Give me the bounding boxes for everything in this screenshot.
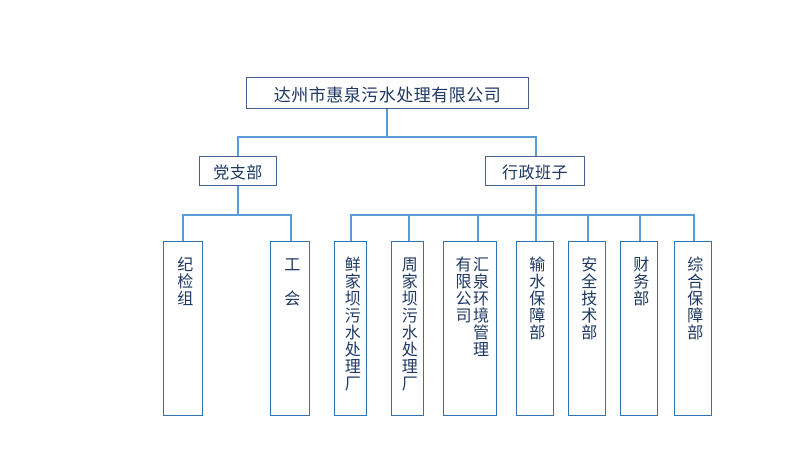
node-water-supply-dept-label: 输水保障部 bbox=[526, 256, 546, 341]
connector-admin-drop-4 bbox=[535, 214, 537, 241]
node-zhoujiaba-plant-label: 周家坝污水处理厂 bbox=[398, 256, 418, 392]
node-labor-union[interactable]: 工 会 bbox=[270, 241, 310, 416]
node-huiquan-env-company-label-col2: 有限公司 bbox=[452, 256, 472, 324]
node-admin-team[interactable]: 行政班子 bbox=[485, 156, 585, 186]
node-safety-tech-dept-label: 安全技术部 bbox=[578, 256, 598, 341]
connector-admin-bus bbox=[350, 214, 695, 216]
connector-admin-drop-5 bbox=[587, 214, 589, 241]
node-water-supply-dept[interactable]: 输水保障部 bbox=[516, 241, 554, 416]
connector-party-bus bbox=[182, 214, 292, 216]
node-general-support-dept-label: 综合保障部 bbox=[684, 256, 704, 341]
node-admin-team-label: 行政班子 bbox=[501, 163, 568, 182]
connector-admin-drop-2 bbox=[408, 214, 410, 241]
node-general-support-dept[interactable]: 综合保障部 bbox=[674, 241, 712, 416]
node-xianjiaba-plant-label: 鲜家坝污水处理厂 bbox=[341, 256, 361, 392]
connector-admin-drop-7 bbox=[693, 214, 695, 241]
connector-drop-party bbox=[237, 136, 239, 156]
node-discipline-group[interactable]: 纪检组 bbox=[163, 241, 203, 416]
connector-admin-stem bbox=[535, 186, 537, 215]
connector-party-stem bbox=[237, 186, 239, 215]
connector-root-stem bbox=[386, 109, 388, 137]
connector-admin-drop-6 bbox=[639, 214, 641, 241]
node-safety-tech-dept[interactable]: 安全技术部 bbox=[568, 241, 606, 416]
connector-root-bus bbox=[237, 136, 537, 138]
node-zhoujiaba-plant[interactable]: 周家坝污水处理厂 bbox=[391, 241, 424, 416]
connector-party-drop-2 bbox=[290, 214, 292, 241]
node-huiquan-env-company[interactable]: 汇泉环境管理 有限公司 bbox=[443, 241, 497, 416]
node-labor-union-label: 工 会 bbox=[281, 256, 301, 307]
node-root-label: 达州市惠泉污水处理有限公司 bbox=[273, 85, 502, 106]
connector-admin-drop-3 bbox=[477, 214, 479, 241]
node-xianjiaba-plant[interactable]: 鲜家坝污水处理厂 bbox=[334, 241, 367, 416]
node-root[interactable]: 达州市惠泉污水处理有限公司 bbox=[246, 77, 529, 109]
node-huiquan-env-company-label-col1: 汇泉环境管理 bbox=[469, 256, 489, 358]
node-discipline-group-label: 纪检组 bbox=[174, 256, 194, 307]
connector-admin-drop-1 bbox=[350, 214, 352, 241]
node-finance-dept-label: 财务部 bbox=[630, 256, 650, 307]
connector-party-drop-1 bbox=[182, 214, 184, 241]
node-finance-dept[interactable]: 财务部 bbox=[620, 241, 658, 416]
node-party-branch[interactable]: 党支部 bbox=[199, 156, 277, 186]
node-party-branch-label: 党支部 bbox=[213, 163, 263, 182]
connector-drop-admin bbox=[535, 136, 537, 156]
